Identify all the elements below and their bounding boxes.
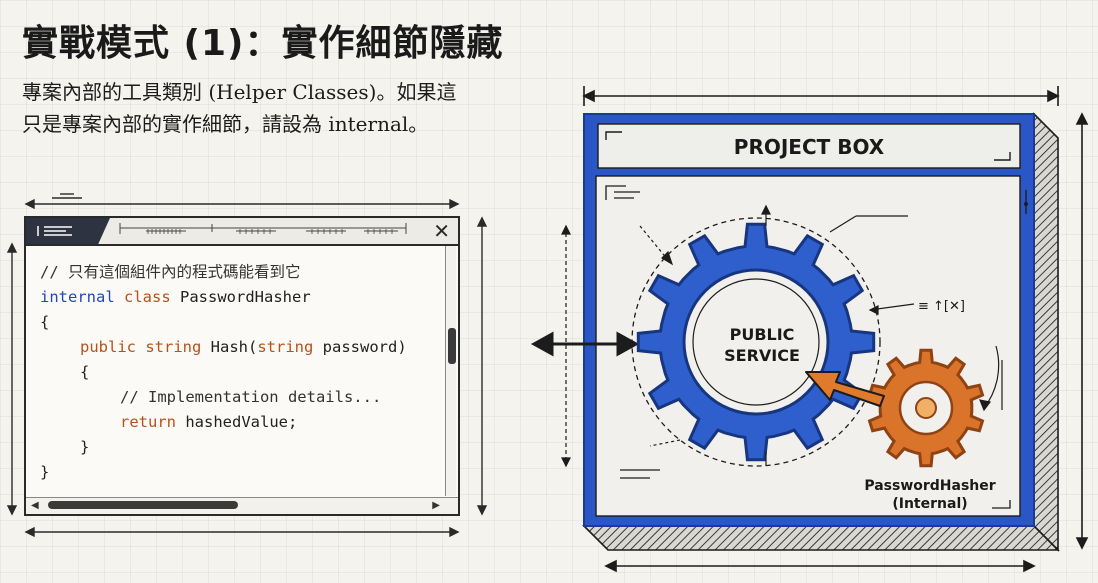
code-token: // 只有這個組件內的程式碼能看到它 [40, 263, 301, 281]
code-line: return hashedValue; [40, 410, 442, 435]
password-hasher-gear [867, 348, 985, 468]
horizontal-scroll-thumb[interactable] [48, 501, 238, 509]
code-line: internal class PasswordHasher [40, 285, 442, 310]
code-token: class [124, 288, 171, 306]
code-token: public [80, 338, 136, 356]
interface-arrow [530, 331, 640, 357]
horizontal-scrollbar[interactable]: ◀ ▶ [26, 497, 458, 514]
code-token: hashedValue; [176, 413, 298, 431]
code-token: return [120, 413, 176, 431]
public-service-label-2: SERVICE [724, 346, 800, 365]
code-token: Hash( [201, 338, 258, 356]
code-line: } [40, 435, 442, 460]
close-icon[interactable]: ✕ [433, 219, 450, 243]
description: 專案內部的工具類別 (Helper Classes)。如果這 只是專案內部的實作… [22, 76, 512, 140]
box-bottom [582, 525, 1060, 551]
code-token: { [40, 313, 50, 331]
titlebar-tab [26, 218, 110, 244]
code-line: // Implementation details... [40, 385, 442, 410]
scroll-left-icon[interactable]: ◀ [31, 500, 39, 511]
description-line-1: 專案內部的工具類別 (Helper Classes)。如果這 [22, 80, 457, 104]
code-token: } [80, 438, 90, 456]
code-line: { [40, 310, 442, 335]
code-line: { [40, 360, 442, 385]
public-service-gear [636, 222, 876, 462]
code-token: } [40, 463, 50, 481]
outer-dimension-lines [582, 86, 1089, 573]
code-block: // 只有這個組件內的程式碼能看到它 internal class Passwor… [40, 260, 442, 485]
password-hasher-label-1: PasswordHasher [864, 478, 995, 494]
code-line: // 只有這個組件內的程式碼能看到它 [40, 260, 442, 285]
code-token: string [257, 338, 314, 356]
code-line: } [40, 460, 442, 485]
code-token: string [145, 338, 202, 356]
annotation-text: ≡ ↑[✕] [918, 299, 965, 314]
code-token: { [80, 363, 90, 381]
password-hasher-label-2: (Internal) [892, 496, 967, 512]
page-title: 實戰模式 (1)：實作細節隱藏 [22, 23, 504, 64]
code-token: password) [313, 338, 407, 356]
menu-icon [37, 226, 72, 236]
vertical-scrollbar[interactable] [445, 246, 456, 496]
code-window-titlebar: ✕ [26, 218, 458, 246]
code-line: public string Hash(string password) [40, 335, 442, 360]
code-token: internal [40, 288, 115, 306]
scroll-right-icon[interactable]: ▶ [432, 500, 440, 511]
code-token: PasswordHasher [170, 288, 311, 306]
dependency-arrow [805, 371, 885, 407]
project-box-header [597, 123, 1021, 169]
public-service-label-1: PUBLIC [730, 325, 795, 344]
box-side [1033, 112, 1059, 552]
description-line-2: 只是專案內部的實作細節，請設為 internal。 [22, 112, 429, 136]
ruler-icon [119, 223, 407, 234]
vertical-scroll-thumb[interactable] [448, 328, 456, 364]
code-window: ✕ // 只有這個組件內的程式碼能看到它 internal class Passw… [24, 216, 460, 516]
project-box-label: PROJECT BOX [734, 135, 885, 159]
code-token: // Implementation details... [120, 388, 382, 406]
